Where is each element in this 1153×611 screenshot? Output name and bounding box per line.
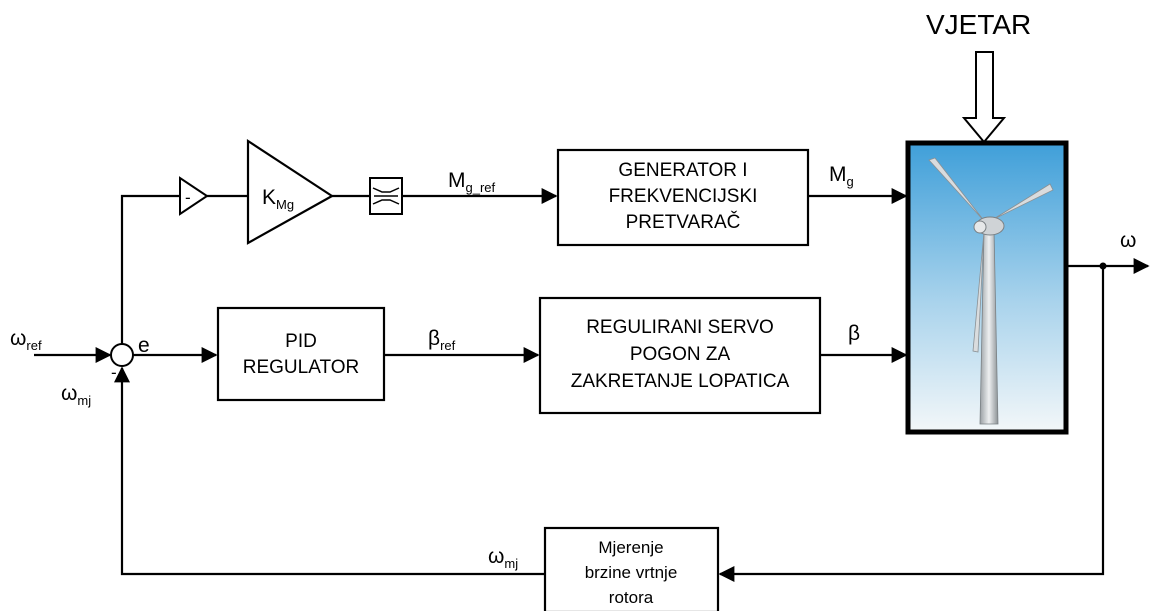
gain-block	[246, 138, 335, 245]
saturation-icon	[372, 187, 400, 205]
wire-to-inverter	[120, 194, 180, 344]
wind-label: VJETAR	[926, 9, 1031, 40]
generator-block	[556, 148, 810, 247]
signal-omega-mj-feedback: ωmj	[488, 545, 518, 571]
arrow-to-measurement	[718, 266, 1105, 582]
signal-mg-ref: Mg_ref	[448, 169, 496, 195]
signal-omega: ω	[1120, 229, 1136, 252]
measurement-block	[543, 526, 720, 611]
generator-label-line2: FREKVENCIJSKI	[609, 186, 758, 207]
wind-turbine-block	[905, 140, 1069, 435]
signal-beta-ref: βref	[428, 327, 456, 353]
measurement-label-line3: rotora	[609, 588, 654, 607]
signal-omega-ref: ωref	[10, 327, 42, 353]
pid-label-line2: REGULATOR	[243, 357, 360, 378]
generator-label-line1: GENERATOR I	[618, 160, 747, 181]
inverter-block	[179, 176, 209, 216]
servo-label-line2: POGON ZA	[630, 344, 731, 365]
arrow-feedback	[114, 366, 545, 576]
turbine-blade	[972, 231, 985, 353]
signal-mg: Mg	[829, 163, 854, 189]
signal-beta: β	[848, 322, 860, 345]
turbine-hub	[973, 220, 987, 234]
measurement-label-line2: brzine vrtnje	[585, 563, 678, 582]
turbine-blade	[928, 157, 986, 223]
gain-label: KMg	[262, 186, 294, 212]
pid-label-line1: PID	[285, 331, 317, 352]
servo-label-line3: ZAKRETANJE LOPATICA	[571, 371, 790, 392]
wind-arrow	[961, 51, 1007, 144]
sum-minus-sign: -	[111, 363, 117, 382]
measurement-label-line1: Mjerenje	[598, 538, 663, 557]
servo-label-line1: REGULIRANI SERVO	[586, 317, 774, 338]
inverter-sign: -	[185, 188, 191, 207]
signal-omega-mj: ωmj	[61, 382, 91, 408]
turbine-blade	[991, 183, 1054, 221]
pid-block	[216, 306, 386, 402]
servo-block	[538, 296, 822, 415]
generator-label-line3: PRETVARAČ	[626, 211, 741, 233]
signal-error: e	[138, 334, 150, 357]
